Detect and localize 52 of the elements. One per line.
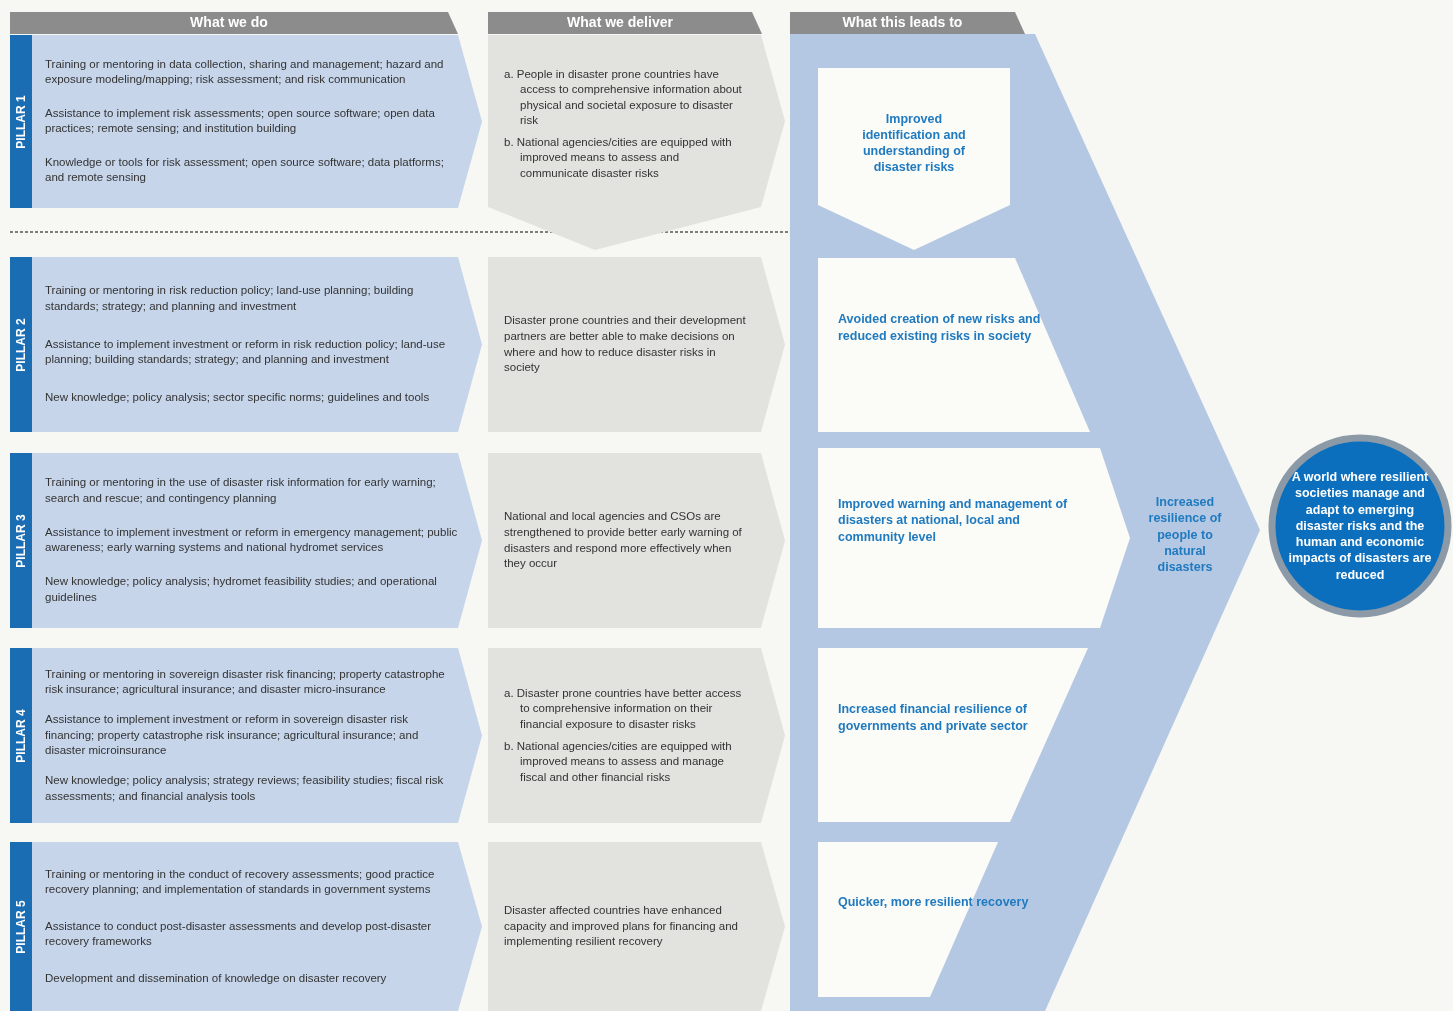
goal-circle bbox=[1268, 434, 1452, 618]
activity-text: New knowledge; policy analysis; hydromet feasibility studies; and operational guidelines bbox=[45, 574, 438, 605]
outcome-text: Avoided creation of new risks and reduced existing risks in society bbox=[838, 311, 1042, 344]
pillar-label: PILLAR 1 bbox=[13, 94, 29, 149]
outcome-text: Improved identification and understanding of disaster risks bbox=[861, 110, 967, 176]
activity-text: New knowledge; policy analysis; strategy reviews; feasibility studies; fiscal risk assessments; and financial analysis tools bbox=[45, 773, 445, 804]
impact-text: Increased resilience of people to natural disasters bbox=[1147, 494, 1223, 576]
header-title: What this leads to bbox=[842, 15, 963, 31]
pillar-label: PILLAR 3 bbox=[13, 513, 29, 568]
pillar-label: PILLAR 5 bbox=[13, 899, 29, 954]
chevron-box bbox=[10, 453, 482, 628]
pillar-label: PILLAR 4 bbox=[13, 708, 29, 763]
outcome-box bbox=[818, 258, 1090, 432]
output-text: National and local agencies and CSOs are strengthened to provide better early warning of disasters and respond more effectively when they occur bbox=[504, 509, 743, 571]
chevron-box bbox=[10, 35, 482, 208]
header-title: What we deliver bbox=[567, 15, 673, 31]
activity-text: Training or mentoring in the conduct of recovery assessments; good practice recovery planning; and implementation of standards in government systems bbox=[45, 866, 436, 898]
activity-text: Training or mentoring in risk reduction policy; land-use planning; building standards; strategy; and planning and investment bbox=[45, 283, 415, 314]
activity-text: Training or mentoring in the use of disaster risk information for early warning; search and rescue; and contingency planning bbox=[45, 475, 437, 506]
goal-text: A world where resilient societies manage and adapt to emerging disaster risks and the human and economic impacts of disasters are reduced bbox=[1288, 469, 1432, 583]
arrow-band bbox=[790, 34, 1260, 1011]
chevron-box bbox=[10, 257, 482, 432]
output-text: Disaster affected countries have enhanced capacity and improved plans for financing and implementing resilient recovery bbox=[504, 903, 739, 950]
outcome-text: Quicker, more resilient recovery bbox=[838, 893, 1030, 911]
activity-text: Assistance to implement risk assessments; open source software; open data practices; remote sensing; and institution building bbox=[45, 105, 436, 137]
output-text: b. National agencies/cities are equipped with improved means to assess and manage fiscal and other financial risks bbox=[504, 738, 733, 785]
output-text: Disaster prone countries and their development partners are better able to make decisions on where and how to reduce disaster risks in society bbox=[504, 313, 747, 375]
outcome-box bbox=[818, 448, 1130, 628]
activity-text: New knowledge; policy analysis; sector specific norms; guidelines and tools bbox=[45, 390, 431, 406]
output-text: b. National agencies/cities are equipped with improved means to assess and communicate disaster risks bbox=[504, 134, 733, 181]
header-tab bbox=[790, 12, 1025, 34]
outcome-text: Improved warning and management of disasters at national, local and community level bbox=[838, 496, 1069, 545]
activity-text: Assistance to implement investment or reform in risk reduction policy; land-use planning; building standards; strategy; and planning and investment bbox=[45, 336, 447, 368]
outcome-box bbox=[818, 68, 1010, 250]
activity-text: Assistance to implement investment or reform in sovereign disaster risk financing; property catastrophe risk insurance; agricultural insurance; and disaster microinsurance bbox=[45, 712, 420, 759]
activity-text: Development and dissemination of knowledge on disaster recovery bbox=[45, 970, 388, 986]
chevron-box bbox=[10, 648, 482, 823]
output-text: a. People in disaster prone countries have access to comprehensive information about physical and societal exposure to disaster risk bbox=[504, 66, 743, 129]
chevron-box bbox=[10, 842, 482, 1011]
activity-text: Training or mentoring in data collection, sharing and management; hazard and exposure modeling/mapping; risk assessment; and risk communication bbox=[45, 56, 445, 88]
header-title: What we do bbox=[190, 15, 268, 31]
activity-text: Knowledge or tools for risk assessment; open source software; data platforms; and remote sensing bbox=[45, 154, 445, 186]
output-text: a. Disaster prone countries have better access to comprehensive information on their financial exposure to disaster risks bbox=[504, 685, 743, 732]
outcome-box bbox=[818, 648, 1088, 822]
header-tab bbox=[10, 12, 458, 34]
outcome-text: Increased financial resilience of governments and private sector bbox=[838, 701, 1029, 734]
chevron-box bbox=[488, 35, 785, 250]
activity-text: Assistance to implement investment or reform in emergency management; public awareness; early warning systems and national hydromet services bbox=[45, 524, 459, 556]
activity-text: Training or mentoring in sovereign disaster risk financing; property catastrophe risk insurance; agricultural insurance; and disaster micro-insurance bbox=[45, 666, 446, 698]
activity-text: Assistance to conduct post-disaster assessments and develop post-disaster recovery frameworks bbox=[45, 918, 433, 950]
pillar-label: PILLAR 2 bbox=[13, 317, 29, 372]
header-tab bbox=[488, 12, 762, 34]
